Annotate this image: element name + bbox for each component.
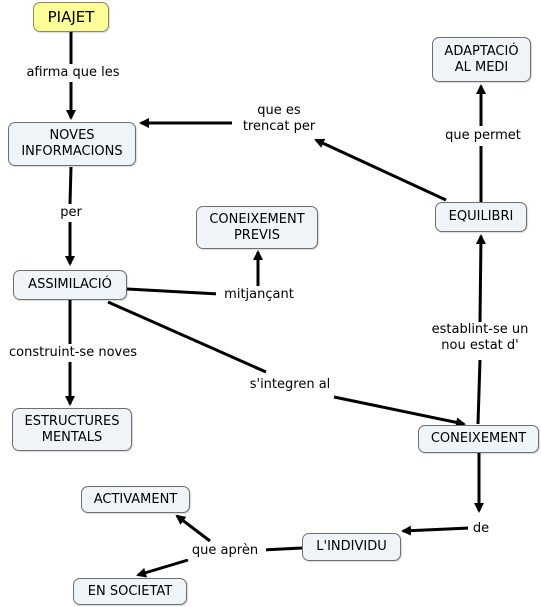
node-coneixement[interactable]: CONEIXEMENT — [418, 425, 539, 453]
node-en-societat[interactable]: EN SOCIETAT — [73, 578, 187, 605]
link-label-establint-se: establint-se un nou estat d' — [420, 322, 540, 354]
node-equilibri[interactable]: EQUILIBRI — [435, 202, 527, 232]
link-label-de: de — [468, 521, 494, 537]
link-apren-societat — [136, 558, 189, 578]
node-assimilacio[interactable]: ASSIMILACIÓ — [13, 270, 127, 300]
link-label-afirma-que-les: afirma que les — [18, 65, 128, 81]
link-coneixement-establint — [476, 359, 482, 425]
link-label-que-es-trencat-per: que es trencat per — [232, 103, 326, 135]
link-establint-equilibri — [475, 234, 486, 323]
link-assimilacio-integren — [107, 300, 267, 374]
link-label-que-apren: que aprèn — [184, 543, 266, 559]
node-piajet[interactable]: PIAJET — [33, 2, 109, 32]
link-apren-activament — [175, 514, 211, 543]
link-de-individu — [401, 525, 471, 536]
node-noves-informacions[interactable]: NOVES INFORMACIONS — [8, 122, 136, 166]
link-label-per: per — [55, 205, 87, 221]
link-noves-per — [68, 166, 73, 205]
link-label-mitjancant: mitjançant — [216, 287, 302, 303]
link-label-sintegren-al: s'integren al — [240, 377, 340, 393]
node-activament[interactable]: ACTIVAMENT — [81, 486, 190, 513]
node-estructures-mentals[interactable]: ESTRUCTURES MENTALS — [12, 408, 132, 451]
node-adaptacio-al-medi[interactable]: ADAPTACIÓ AL MEDI — [432, 37, 531, 82]
link-equilibri-trencat — [314, 138, 447, 202]
node-coneixement-previs[interactable]: CONEIXEMENT PREVIS — [196, 206, 318, 249]
link-label-que-permet: que permet — [436, 128, 530, 144]
link-label-construint-se-noves: construint-se noves — [0, 345, 146, 361]
link-assimilacio-mitjancant — [126, 287, 220, 296]
link-integren-coneixement — [333, 395, 466, 428]
node-lindividu[interactable]: L'INDIVIDU — [302, 533, 401, 561]
link-individu-apren — [261, 546, 303, 552]
